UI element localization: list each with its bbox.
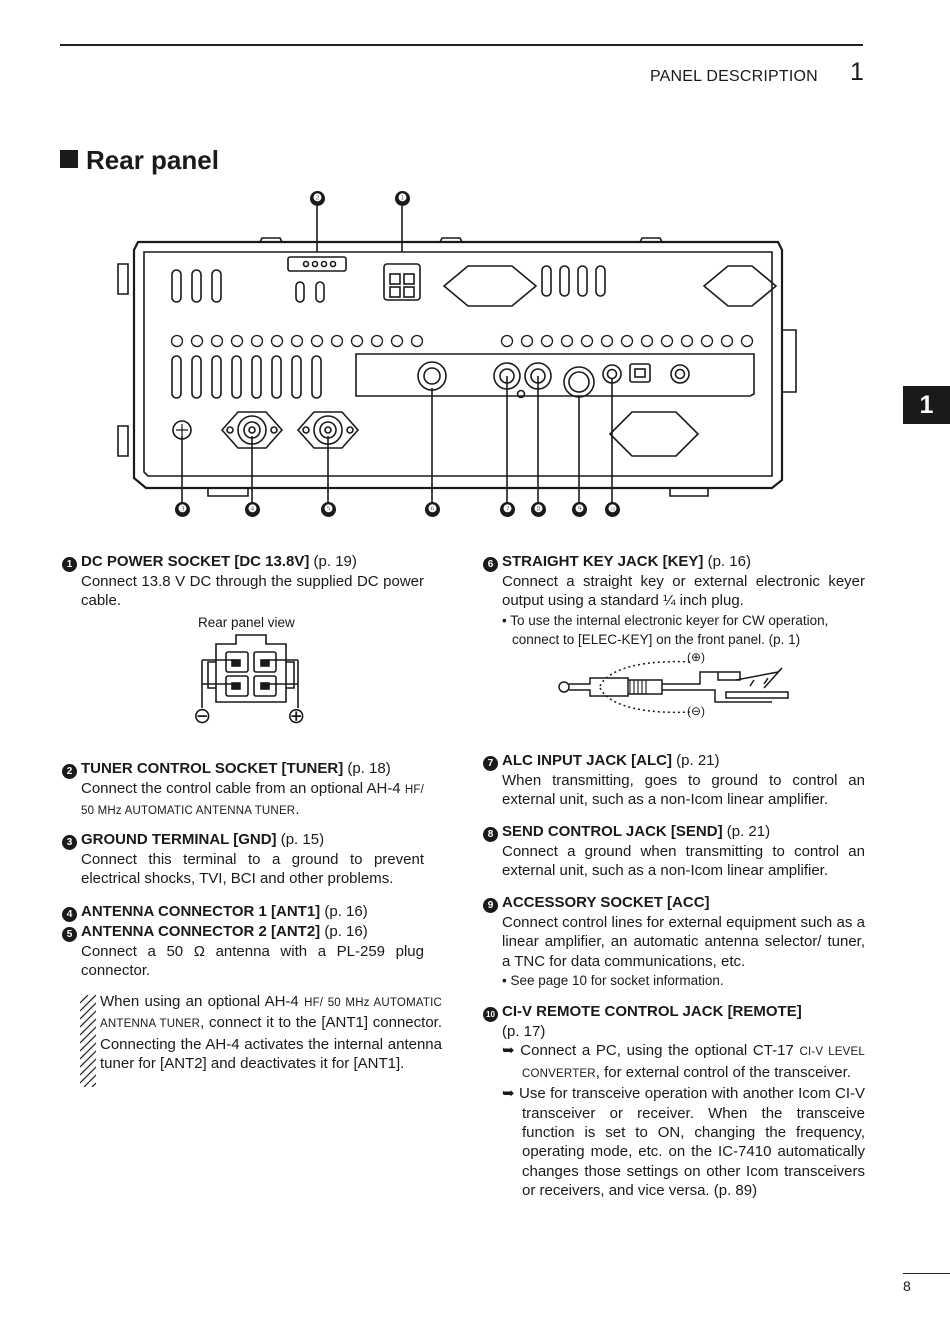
callout-5: ❺ <box>321 502 336 517</box>
note-text-part: , connect it to the [ANT1] connector. Co… <box>100 1014 442 1073</box>
section-title-text: Rear panel <box>86 145 219 175</box>
callout-6: ❻ <box>425 502 440 517</box>
item-marker: 9 <box>483 898 498 913</box>
dc-socket-diagram <box>201 634 299 708</box>
item-title: GROUND TERMINAL [GND] <box>81 831 277 848</box>
note-text: When using an optional AH-4 HF/ 50 MHz A… <box>100 992 442 1074</box>
item-body-text: Connect the control cable from an option… <box>81 780 405 797</box>
item-ref: (p. 16) <box>703 553 751 570</box>
item-body-text: . <box>295 801 300 819</box>
item-ref: (p. 17) <box>502 1023 546 1040</box>
item-body: Connect control lines for external equip… <box>502 914 865 970</box>
item-body-text: Use for transceive operation with anothe… <box>519 1085 866 1200</box>
item-send-jack: 8 SEND CONTROL JACK [SEND] (p. 21) Connec… <box>483 822 865 881</box>
item-tuner: 2 TUNER CONTROL SOCKET [TUNER] (p. 18) Co… <box>62 759 424 822</box>
callout-10: ❿ <box>605 502 620 517</box>
bottom-rule <box>903 1273 950 1274</box>
item-title: ACCESSORY SOCKET [ACC] <box>502 894 710 911</box>
item-body: When transmitting, goes to ground to con… <box>502 772 865 809</box>
item-marker: 1 <box>62 557 77 572</box>
item-body: Connect 13.8 V DC through the supplied D… <box>81 573 424 610</box>
item-marker: 8 <box>483 827 498 842</box>
callout-4: ❹ <box>245 502 260 517</box>
item-body-text: Connect a PC, using the optional CT-17 <box>520 1042 800 1060</box>
rear-panel-diagram <box>117 206 797 504</box>
item-title: STRAIGHT KEY JACK [KEY] <box>502 553 704 570</box>
item-title: CI-V REMOTE CONTROL JACK [REMOTE] <box>502 1003 802 1020</box>
section-title: Rear panel <box>60 145 219 176</box>
item-ref: (p. 18) <box>343 760 391 777</box>
callout-8: ❽ <box>531 502 546 517</box>
note-box: When using an optional AH-4 HF/ 50 MHz A… <box>80 992 442 1088</box>
chapter-number: 1 <box>850 58 864 86</box>
item-marker: 6 <box>483 557 498 572</box>
top-rule <box>60 44 863 46</box>
item-body: Connect the control cable from an option… <box>81 779 424 822</box>
key-plug-diagram <box>558 660 789 714</box>
running-head: PANEL DESCRIPTION <box>650 68 818 85</box>
item-ref: (p. 19) <box>309 553 357 570</box>
item-marker: 3 <box>62 835 77 850</box>
item-ref: (p. 15) <box>276 831 325 848</box>
item-title: ANTENNA CONNECTOR 2 [ANT2] <box>81 923 321 940</box>
item-antennas: 4 ANTENNA CONNECTOR 1 [ANT1] (p. 16) 5 ANT… <box>62 902 424 981</box>
item-title: DC POWER SOCKET [DC 13.8V] <box>81 553 310 570</box>
item-dc-power: 1 DC POWER SOCKET [DC 13.8V] (p. 19) Conn… <box>62 552 424 611</box>
item-bullet: • To use the internal electronic keyer f… <box>502 612 829 647</box>
plus-terminal-icon: ⊕ <box>287 703 306 728</box>
callout-2: ❷ <box>310 191 325 206</box>
item-ref: (p. 21) <box>722 823 771 840</box>
item-key-jack: 6 STRAIGHT KEY JACK [KEY] (p. 16) Connect… <box>483 552 865 649</box>
note-smallcaps: HF/ 50 MHz AUTOMATIC ANTENNA TUNER <box>100 997 442 1031</box>
item-body: Connect a 50 Ω antenna with a PL-259 plu… <box>81 943 424 980</box>
item-marker: 10 <box>483 1007 498 1022</box>
item-title: ANTENNA CONNECTOR 1 [ANT1] <box>81 903 321 920</box>
arrow-icon: ➥ <box>502 1042 515 1060</box>
item-acc-socket: 9 ACCESSORY SOCKET [ACC] Connect control … <box>483 893 865 990</box>
item-body: Connect a straight key or external elect… <box>502 573 865 610</box>
item-alc-jack: 7 ALC INPUT JACK [ALC] (p. 21) When trans… <box>483 751 865 810</box>
callout-1: ❶ <box>395 191 410 206</box>
item-ref: (p. 21) <box>672 752 720 769</box>
key-minus-label: (⊖) <box>687 704 706 718</box>
item-ground: 3 GROUND TERMINAL [GND] (p. 15) Connect t… <box>62 830 424 889</box>
item-title: TUNER CONTROL SOCKET [TUNER] <box>81 760 344 777</box>
note-hatch-icon <box>80 995 96 1087</box>
key-plus-label: (⊕) <box>687 650 706 664</box>
item-marker: 5 <box>62 927 77 942</box>
note-text-part: When using an optional AH-4 <box>100 993 305 1010</box>
arrow-icon: ➥ <box>502 1085 515 1103</box>
item-title: SEND CONTROL JACK [SEND] <box>502 823 723 840</box>
dc-socket-caption: Rear panel view <box>198 615 295 630</box>
item-ref: (p. 16) <box>320 903 368 920</box>
callout-7: ❼ <box>500 502 515 517</box>
item-body: Connect this terminal to a ground to pre… <box>81 851 424 888</box>
item-body: Connect a ground when transmitting to co… <box>502 843 865 880</box>
item-marker: 2 <box>62 764 77 779</box>
minus-terminal-icon: ⊖ <box>193 703 212 728</box>
item-marker: 7 <box>483 756 498 771</box>
square-bullet-icon <box>60 150 78 168</box>
callout-3: ❸ <box>175 502 190 517</box>
item-body-smallcaps: HF/ 50 MHz AUTOMATIC ANTENNA TUNER <box>81 784 424 818</box>
item-title: ALC INPUT JACK [ALC] <box>502 752 672 769</box>
callout-9: ❾ <box>572 502 587 517</box>
item-bullet: • See page 10 for socket information. <box>502 973 724 989</box>
item-arrow-point: ➥ Use for transceive operation with anot… <box>502 1084 865 1200</box>
item-remote-jack: 10 CI-V REMOTE CONTROL JACK [REMOTE] (p. … <box>483 1002 865 1201</box>
item-body-text: , for external control of the transceive… <box>595 1063 851 1081</box>
item-ref: (p. 16) <box>320 923 368 940</box>
page-number: 8 <box>903 1278 911 1294</box>
item-marker: 4 <box>62 907 77 922</box>
item-arrow-point: ➥ Connect a PC, using the optional CT-17… <box>502 1041 865 1084</box>
chapter-tab: 1 <box>903 386 950 424</box>
item-body-smallcaps: CI-V LEVEL CONVERTER <box>522 1046 865 1080</box>
